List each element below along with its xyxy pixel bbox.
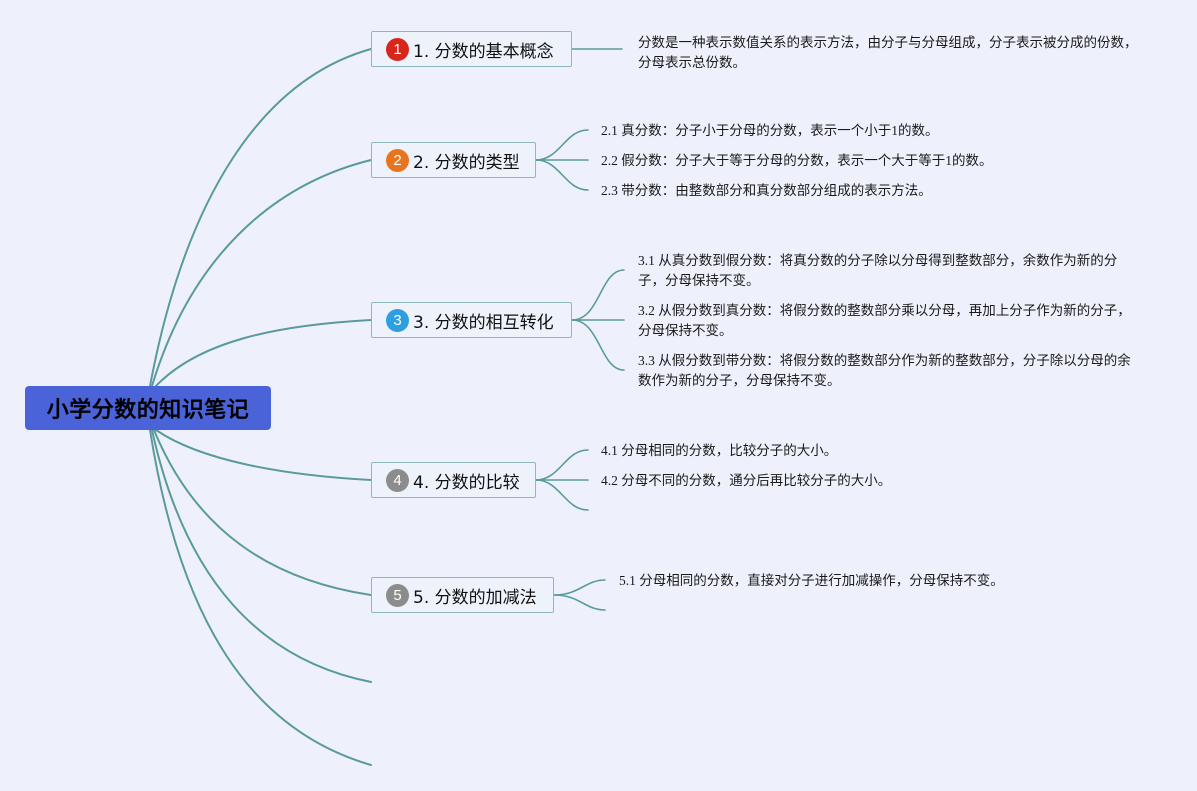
topic-label: 4. 分数的比较 <box>413 472 520 493</box>
priority-2-icon: 2 <box>386 148 409 172</box>
connector-root-topic-1 <box>149 48 372 387</box>
connector-root-topic-3 <box>155 319 372 387</box>
connector-root-topic-5 <box>153 429 372 596</box>
note-same-denominator-add[interactable]: 5.1 分母相同的分数，直接对分子进行加减操作，分母保持不变。 <box>619 571 1159 591</box>
connector-topic-2-note-3 <box>535 159 589 191</box>
note-text: 2.2 假分数：分子大于等于分母的分数，表示一个大于等于1的数。 <box>601 153 993 168</box>
topic-types[interactable]: 2 2. 分数的类型 <box>371 142 536 178</box>
note-proper-to-improper[interactable]: 3.1 从真分数到假分数：将真分数的分子除以分母得到整数部分，余数作为新的分子，… <box>638 251 1138 291</box>
connector-root-topic-2 <box>151 159 372 387</box>
note-text: 2.1 真分数：分子小于分母的分数，表示一个小于1的数。 <box>601 123 939 138</box>
note-text: 4.2 分母不同的分数，通分后再比较分子的大小。 <box>601 473 892 488</box>
note-text: 3.3 从假分数到带分数：将假分数的整数部分作为新的整数部分，分子除以分母的余数… <box>638 353 1131 388</box>
connector-topic-4-note-3 <box>535 479 589 511</box>
connector-topic-5-note-1 <box>553 579 606 596</box>
connector-topic-2-note-1 <box>535 129 589 161</box>
connector-topic-3-note-1 <box>571 269 625 321</box>
topic-addition-subtraction[interactable]: 5 5. 分数的加减法 <box>371 577 554 613</box>
note-basic-concept[interactable]: 分数是一种表示数值关系的表示方法，由分子与分母组成，分子表示被分成的份数，分母表… <box>638 33 1138 73</box>
connector-root-empty-1 <box>151 429 372 683</box>
topic-label: 5. 分数的加减法 <box>413 587 537 608</box>
priority-3-icon: 3 <box>386 308 409 332</box>
note-mixed-number[interactable]: 2.3 带分数：由整数部分和真分数部分组成的表示方法。 <box>601 181 1161 201</box>
topic-comparison[interactable]: 4 4. 分数的比较 <box>371 462 536 498</box>
note-improper-to-mixed[interactable]: 3.3 从假分数到带分数：将假分数的整数部分作为新的整数部分，分子除以分母的余数… <box>638 351 1138 391</box>
note-improper-fraction[interactable]: 2.2 假分数：分子大于等于分母的分数，表示一个大于等于1的数。 <box>601 151 1161 171</box>
connector-topic-3-note-3 <box>571 319 625 371</box>
topic-label: 3. 分数的相互转化 <box>413 312 554 333</box>
topic-label: 2. 分数的类型 <box>413 152 520 173</box>
root-topic-label: 小学分数的知识笔记 <box>46 398 250 423</box>
note-text: 3.2 从假分数到真分数：将假分数的整数部分乘以分母，再加上分子作为新的分子，分… <box>638 303 1131 338</box>
note-different-denominator[interactable]: 4.2 分母不同的分数，通分后再比较分子的大小。 <box>601 471 1161 491</box>
connector-topic-5-note-2 <box>553 594 606 611</box>
connector-root-topic-4 <box>155 429 372 481</box>
note-proper-fraction[interactable]: 2.1 真分数：分子小于分母的分数，表示一个小于1的数。 <box>601 121 1161 141</box>
note-text: 5.1 分母相同的分数，直接对分子进行加减操作，分母保持不变。 <box>619 573 1004 588</box>
note-text: 分数是一种表示数值关系的表示方法，由分子与分母组成，分子表示被分成的份数，分母表… <box>638 35 1138 70</box>
topic-conversion[interactable]: 3 3. 分数的相互转化 <box>371 302 572 338</box>
connector-topic-4-note-1 <box>535 449 589 481</box>
topic-label: 1. 分数的基本概念 <box>413 41 554 62</box>
note-text: 3.1 从真分数到假分数：将真分数的分子除以分母得到整数部分，余数作为新的分子，… <box>638 253 1118 288</box>
connector-root-empty-2 <box>149 429 372 766</box>
note-same-denominator[interactable]: 4.1 分母相同的分数，比较分子的大小。 <box>601 441 1161 461</box>
note-text: 4.1 分母相同的分数，比较分子的大小。 <box>601 443 838 458</box>
note-improper-to-proper[interactable]: 3.2 从假分数到真分数：将假分数的整数部分乘以分母，再加上分子作为新的分子，分… <box>638 301 1138 341</box>
priority-5-icon: 5 <box>386 583 409 607</box>
note-text: 2.3 带分数：由整数部分和真分数部分组成的表示方法。 <box>601 183 932 198</box>
priority-4-icon: 4 <box>386 468 409 492</box>
topic-basic-concept[interactable]: 1 1. 分数的基本概念 <box>371 31 572 67</box>
root-topic[interactable]: 小学分数的知识笔记 <box>25 386 271 430</box>
priority-1-icon: 1 <box>386 37 409 61</box>
